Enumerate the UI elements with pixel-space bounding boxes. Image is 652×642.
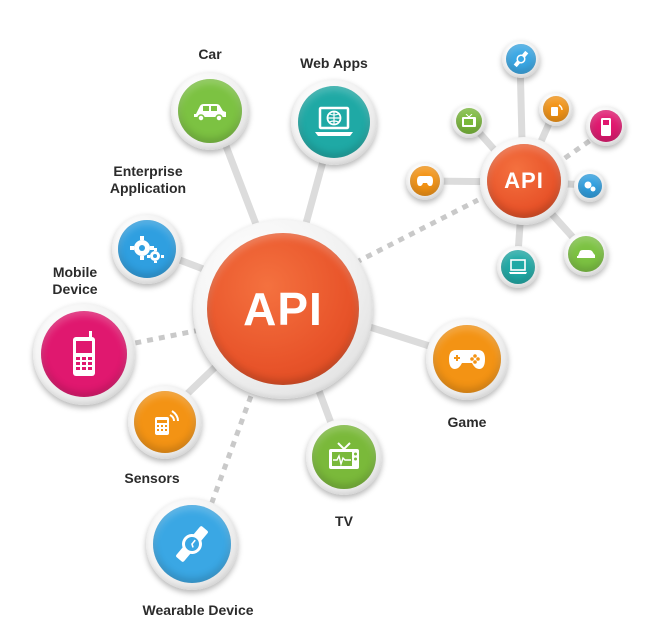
- wearable-device-node[interactable]: [146, 498, 238, 590]
- sensors-label: Sensors: [124, 470, 180, 486]
- mini-tv-node: [452, 104, 486, 138]
- mini-sensor-icon: [551, 104, 563, 116]
- car-label: Car: [198, 46, 222, 62]
- mini-laptop-icon: [509, 259, 527, 274]
- car-node[interactable]: [171, 72, 249, 150]
- mini-gears-icon: [584, 181, 596, 192]
- mini-web-apps-node: [497, 246, 539, 288]
- mini-api-hub: API: [480, 137, 568, 225]
- mini-car-icon: [577, 250, 595, 258]
- mini-api-hub-label: API: [504, 168, 544, 193]
- laptop-globe-icon: [315, 106, 353, 136]
- web-apps-label: Web Apps: [300, 55, 368, 71]
- gears-icon: [130, 236, 164, 263]
- mini-wearable-node: [502, 40, 540, 78]
- mini-mobile-node: [586, 106, 626, 146]
- mini-sensors-node: [539, 92, 573, 126]
- mobile-device-label: Mobile Device: [52, 264, 98, 297]
- api-hub: API: [193, 219, 373, 399]
- sensor-icon: [155, 410, 179, 435]
- mini-mobile-phone-icon: [601, 118, 611, 136]
- car-icon: [194, 104, 226, 122]
- game-label: Game: [447, 414, 487, 430]
- enterprise-application-label: Enterprise Application: [109, 163, 187, 196]
- wearable-device-label: Wearable Device: [142, 602, 254, 618]
- mini-gamepad-icon: [417, 176, 433, 186]
- tv-icon: [329, 442, 359, 469]
- mini-wristwatch-icon: [513, 50, 529, 68]
- mini-car-node: [564, 232, 608, 276]
- gamepad-icon: [449, 350, 485, 369]
- game-node[interactable]: [426, 318, 508, 400]
- tv-node[interactable]: [306, 419, 382, 495]
- sensors-node[interactable]: [128, 385, 202, 459]
- mobile-device-node[interactable]: [33, 303, 135, 405]
- web-apps-node[interactable]: [291, 79, 377, 165]
- tv-label: TV: [335, 513, 353, 529]
- dotted-connector-mini-hub: [343, 197, 480, 271]
- wristwatch-icon: [176, 526, 208, 562]
- mini-enterprise-node: [574, 170, 606, 202]
- api-hub-label: API: [243, 283, 323, 335]
- mini-game-node: [406, 162, 444, 200]
- mobile-phone-icon: [73, 331, 95, 376]
- enterprise-application-node[interactable]: [112, 214, 182, 284]
- mini-tv-icon: [462, 114, 476, 127]
